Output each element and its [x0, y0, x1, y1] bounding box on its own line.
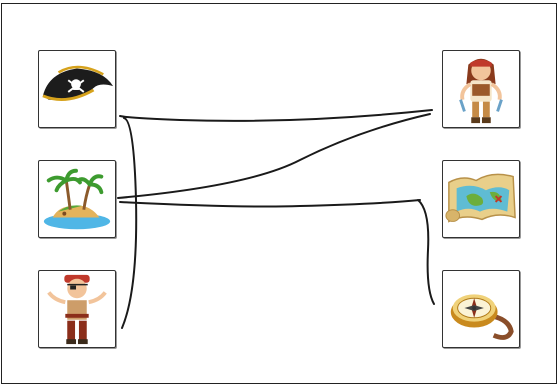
pirate-boy-icon	[47, 274, 107, 345]
card-pirate-girl[interactable]	[442, 50, 520, 128]
card-compass[interactable]	[442, 270, 520, 348]
card-pirate-hat[interactable]	[38, 50, 116, 128]
pirate-hat-icon	[42, 65, 114, 102]
compass-icon	[450, 294, 514, 340]
pirate-girl-icon	[459, 58, 503, 124]
treasure-map-icon	[445, 173, 516, 223]
card-treasure-map[interactable]	[442, 160, 520, 238]
card-pirate-boy[interactable]	[38, 270, 116, 348]
card-island[interactable]	[38, 160, 116, 238]
island-icon	[43, 168, 111, 230]
